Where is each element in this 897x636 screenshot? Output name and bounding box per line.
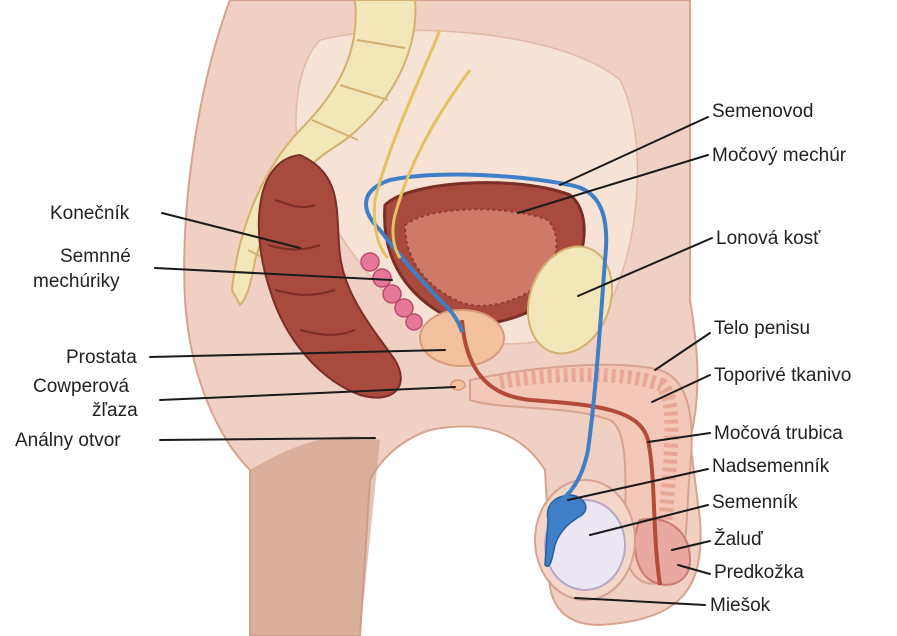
label-bladder: Močový mechúr [712,145,847,166]
label-anus: Análny otvor [15,430,121,451]
right-labels: Semenovod Močový mechúr Lonová kosť Telo… [710,101,851,616]
anatomy-illustration [184,0,700,636]
label-scrotum: Miešok [710,595,771,616]
label-cowper-line2: žľaza [92,400,138,421]
label-prostate: Prostata [66,347,137,368]
label-rectum: Konečník [50,203,130,224]
label-seminal-vesicles-line2: mechúriky [33,271,120,292]
label-erectile-tissue: Toporivé tkanivo [714,365,851,386]
label-epididymis: Nadsemenník [712,456,830,477]
label-foreskin: Predkožka [714,562,804,583]
label-penis-shaft: Telo penisu [714,318,810,339]
label-glans: Žaluď [714,528,763,550]
label-pubic-bone: Lonová kosť [716,228,821,249]
label-urethra: Močová trubica [714,423,843,444]
label-seminal-vesicles-line1: Semnné [60,246,131,267]
label-cowper-line1: Cowperová [33,376,130,397]
prostate-shape [420,310,504,366]
cowper-gland-shape [451,380,465,390]
label-vas-deferens: Semenovod [712,101,813,122]
label-testis: Semenník [712,492,798,513]
thigh-shading [250,436,380,636]
left-labels: Konečník Semnné mechúriky Prostata Cowpe… [15,203,138,451]
